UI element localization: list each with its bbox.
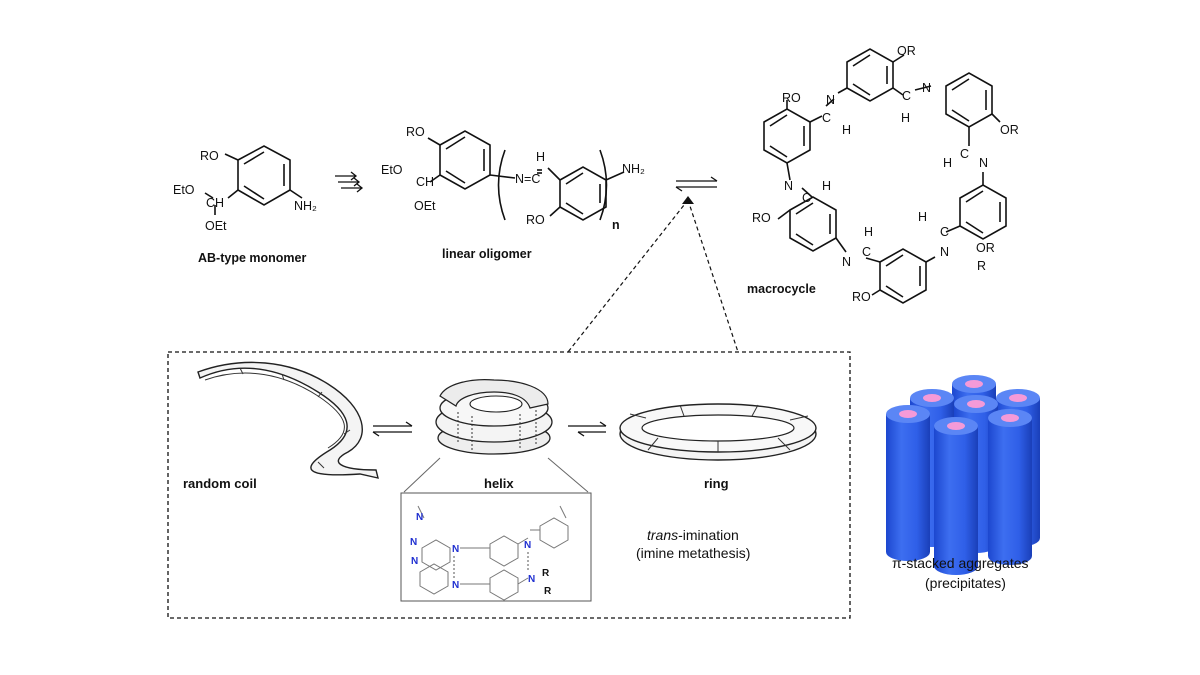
oligomer-h-label: H	[536, 150, 545, 164]
oligomer-eto-label: EtO	[381, 163, 403, 177]
cylinder-7	[934, 417, 978, 575]
macro-c-1: C	[822, 111, 831, 125]
inset-box	[167, 351, 851, 619]
macro-n-1: N	[826, 93, 835, 107]
random-coil-drawing	[197, 361, 379, 479]
macro-or-lower-right: OR	[976, 241, 995, 255]
macro-h-3: H	[943, 156, 952, 170]
macro-h-2: H	[901, 111, 910, 125]
aggregates-line2: (precipitates)	[925, 575, 1006, 591]
oligomer-ro-top-label: RO	[406, 125, 425, 139]
equilibrium-arrow-top	[675, 176, 718, 192]
cylinder-5	[886, 405, 930, 561]
detail-r-1: R	[542, 568, 550, 579]
oligomer-nh2-label: NH₂	[622, 162, 645, 176]
ab-type-monomer: RO EtO CH OEt NH₂ AB-type monomer	[173, 145, 317, 265]
detail-n-6: N	[524, 540, 531, 551]
macro-n-2: N	[922, 81, 931, 95]
monomer-ch-label: CH	[206, 196, 224, 210]
helix-drawing	[435, 379, 553, 455]
helix-zoom-lines	[403, 457, 589, 493]
macro-or-right: OR	[1000, 123, 1019, 137]
macro-ro-upper-left: RO	[782, 91, 801, 105]
monomer-ro-label: RO	[200, 149, 219, 163]
oligomer-ch-label: CH	[416, 175, 434, 189]
macrocycle-caption: macrocycle	[747, 282, 816, 296]
monomer-oet-label: OEt	[205, 219, 227, 233]
pi-stacked-aggregates-drawing	[886, 375, 1040, 575]
multistep-arrows	[335, 171, 364, 193]
detail-n-2: N	[410, 537, 417, 548]
callout-pointer	[682, 196, 694, 204]
macro-c-2: C	[902, 89, 911, 103]
oligomer-oet-label: OEt	[414, 199, 436, 213]
ring-drawing	[619, 403, 817, 461]
imine-metathesis-label: (imine metathesis)	[636, 545, 750, 561]
macro-h-6: H	[864, 225, 873, 239]
macro-n-3: N	[979, 156, 988, 170]
dashed-callout	[567, 199, 739, 353]
linear-oligomer: RO EtO CH OEt H N=C RO NH₂ n linear olig…	[381, 125, 645, 261]
detail-r-2: R	[544, 586, 552, 597]
macro-c-5: C	[940, 225, 949, 239]
detail-n-7: N	[528, 574, 535, 585]
macro-n-6: N	[842, 255, 851, 269]
aggregates-line1: π-stacked aggregates	[892, 555, 1029, 571]
macro-n-5: N	[940, 245, 949, 259]
oligomer-subscript-n: n	[612, 218, 620, 232]
cylinder-6	[988, 409, 1032, 565]
macro-h-5: H	[918, 210, 927, 224]
macrocycle: OR RO N C H C N H OR H C N N C H RO H C …	[747, 44, 1019, 304]
equilibrium-arrow-inset-2	[568, 421, 607, 437]
monomer-caption: AB-type monomer	[198, 251, 306, 265]
helix-detail-box: N N N N N N N R R	[400, 492, 592, 602]
equilibrium-arrow-inset-1	[372, 421, 413, 437]
trans-italic: trans	[647, 527, 678, 543]
macro-n-4: N	[784, 179, 793, 193]
trans-rest: -imination	[678, 527, 739, 543]
monomer-nh2-label: NH₂	[294, 199, 317, 213]
oligomer-ro-bottom-label: RO	[526, 213, 545, 227]
helix-label: helix	[484, 476, 514, 491]
oligomer-caption: linear oligomer	[442, 247, 532, 261]
detail-n-3: N	[411, 556, 418, 567]
ring-label: ring	[704, 476, 729, 491]
trans-imination-label: trans-imination	[647, 527, 739, 543]
macro-c-6: C	[862, 245, 871, 259]
oligomer-n-eq-c-label: N=C	[515, 172, 540, 186]
random-coil-label: random coil	[183, 476, 257, 491]
macro-h-1: H	[842, 123, 851, 137]
macro-h-4: H	[822, 179, 831, 193]
macro-r-label: R	[977, 259, 986, 273]
macro-or-top: OR	[897, 44, 916, 58]
macro-ro-lower-left: RO	[752, 211, 771, 225]
detail-n-5: N	[452, 580, 459, 591]
macro-ro-bottom: RO	[852, 290, 871, 304]
macro-c-4: C	[802, 191, 811, 205]
monomer-eto-label: EtO	[173, 183, 195, 197]
detail-n-1: N	[416, 512, 423, 523]
detail-n-4: N	[452, 544, 459, 555]
macro-c-3: C	[960, 147, 969, 161]
